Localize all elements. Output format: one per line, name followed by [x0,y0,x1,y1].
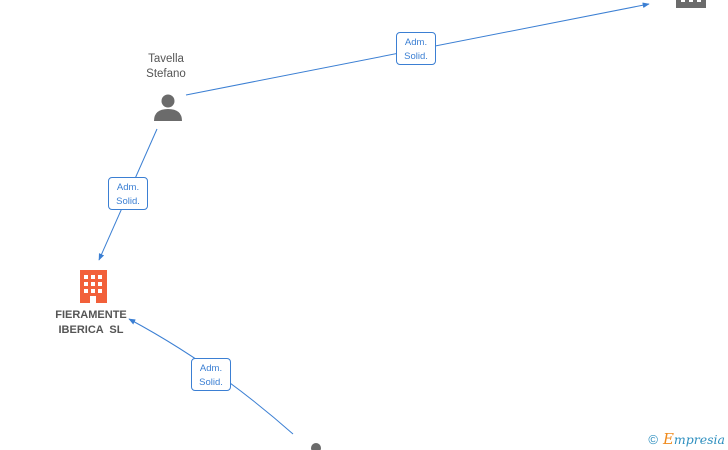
brand-logo: Empresia [662,430,725,448]
company-label-fieramente[interactable]: FIERAMENTE IBERICA SL [36,308,146,338]
role-line2: Solid. [404,51,428,62]
building-icon[interactable] [676,0,706,8]
person-given-name: Stefano [146,68,186,80]
role-line2: Solid. [199,377,223,388]
edge-role-label[interactable]: Adm. Solid. [108,177,148,210]
person-icon[interactable] [311,443,321,450]
footer-credit: © Empresia [648,430,725,448]
edge-role-label[interactable]: Adm. Solid. [191,358,231,391]
role-line2: Solid. [116,196,140,207]
person-label-tavella[interactable]: Tavella Stefano [128,52,204,82]
company-name-line1: FIERAMENTE [55,309,127,321]
role-line1: Adm. [199,363,223,374]
person-icon[interactable] [154,94,182,122]
person-surname: Tavella [148,53,184,65]
role-line1: Adm. [116,182,140,193]
building-icon[interactable] [80,270,107,303]
role-line1: Adm. [404,37,428,48]
company-name-line2: IBERICA SL [58,324,124,336]
copyright-symbol: © [648,431,658,447]
edge-role-label[interactable]: Adm. Solid. [396,32,436,65]
